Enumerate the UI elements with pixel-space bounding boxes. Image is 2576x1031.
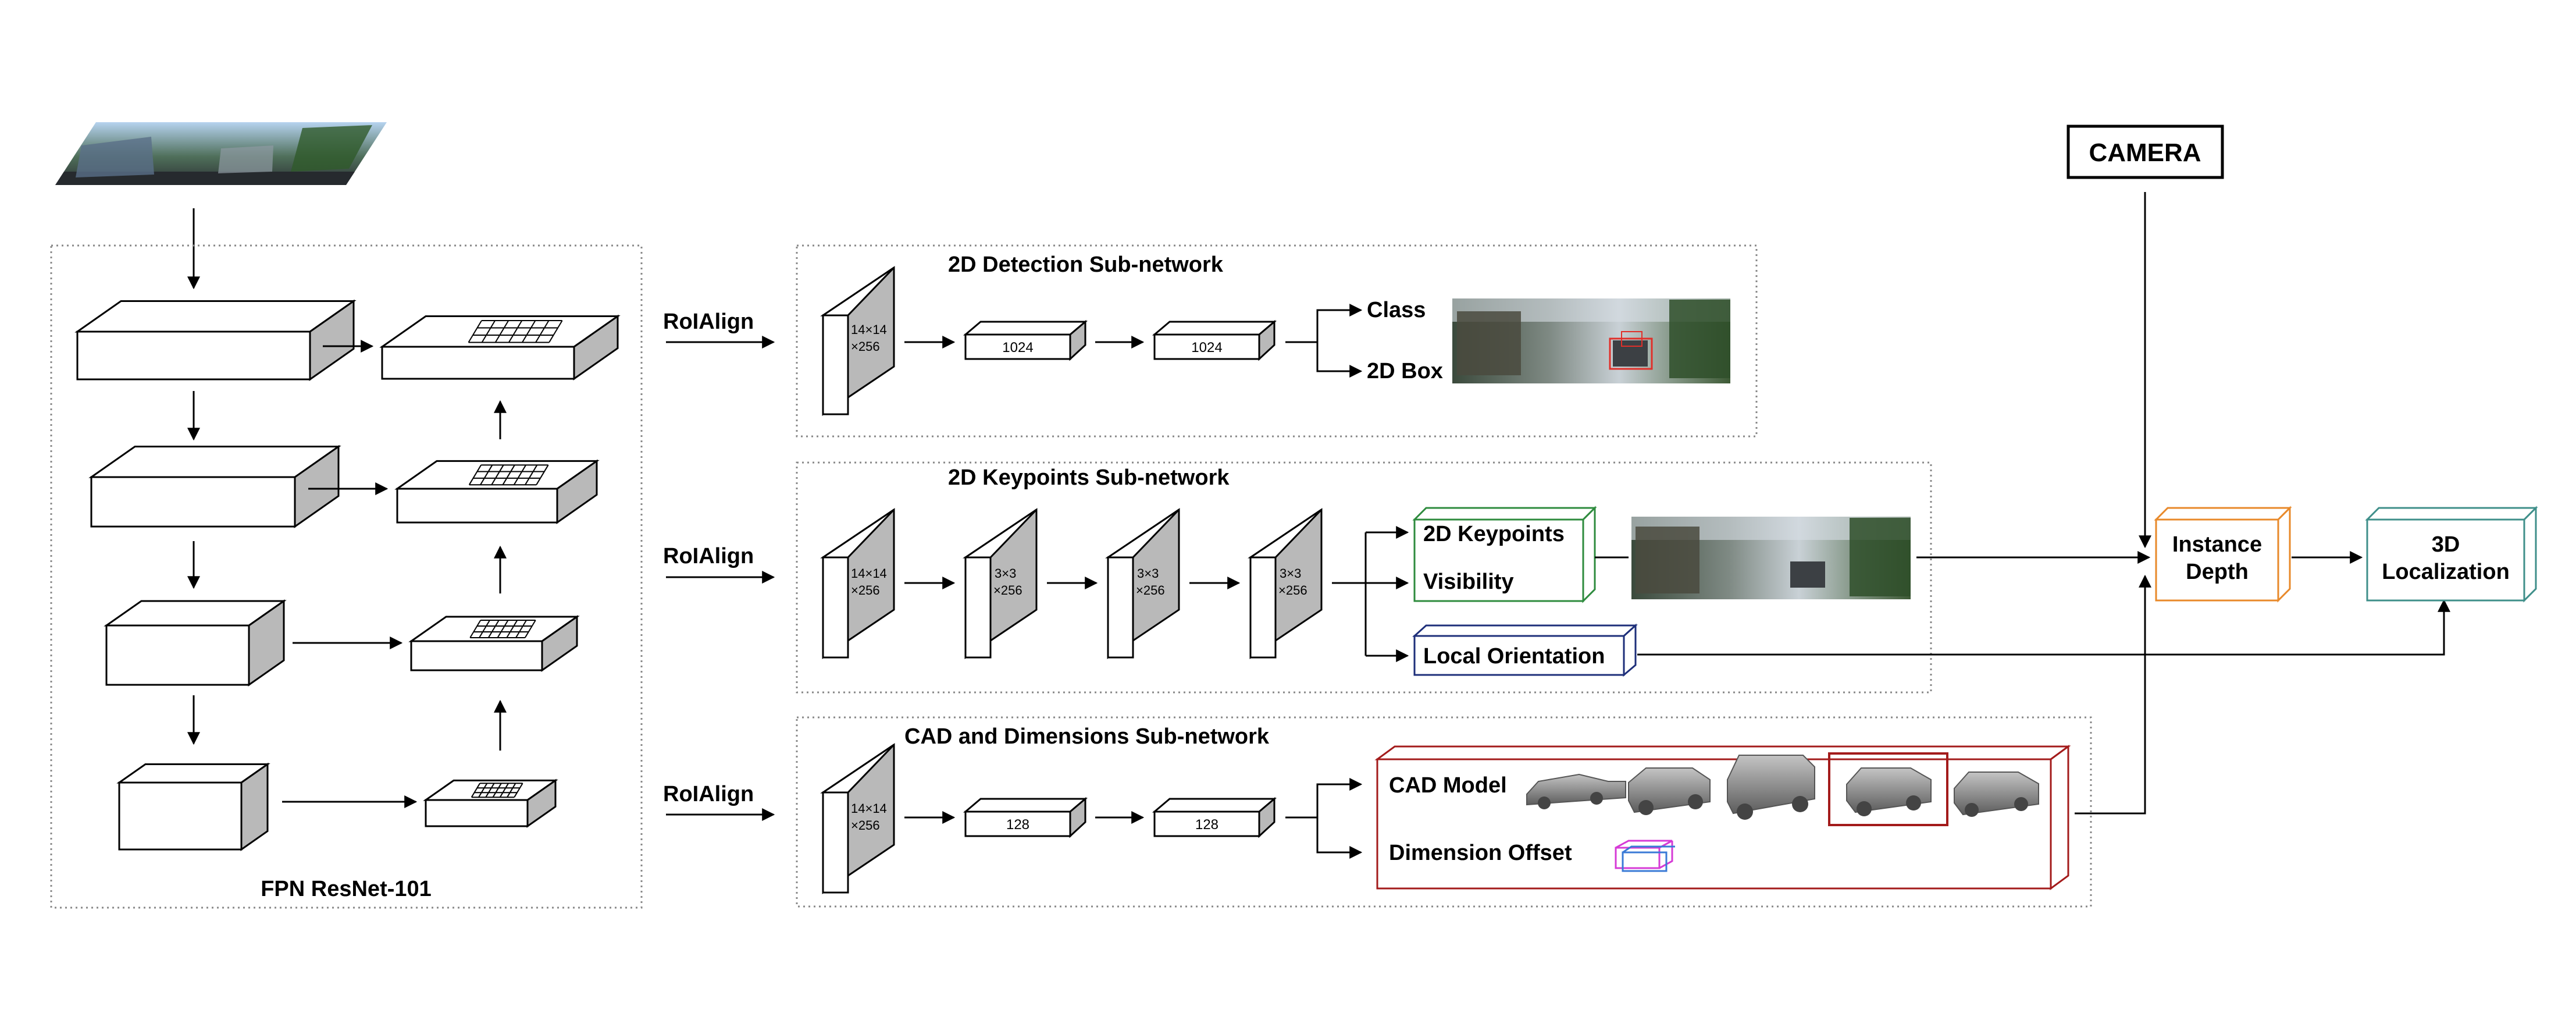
fpn-blocks xyxy=(74,299,621,851)
fpn-bottom-up-2 xyxy=(88,445,341,528)
keypoints-output-box: 2D Keypoints Visibility xyxy=(1412,506,1597,603)
keypoints-roi-tensor: 14×14 ×256 xyxy=(820,508,895,659)
keypoints-roi-label-1: 14×14 xyxy=(851,566,887,581)
roialign-label-1: RoIAlign xyxy=(663,310,754,334)
detection-branch-arrows xyxy=(1285,304,1363,378)
keypoints-out-orientation: Local Orientation xyxy=(1423,644,1605,669)
keypoints-subnetwork xyxy=(796,461,1932,694)
fpn-top-down-2 xyxy=(394,459,600,524)
keypoints-conv-3: 3×3 ×256 xyxy=(1248,508,1323,659)
detection-fc-1-label: 1024 xyxy=(1002,340,1033,355)
cad-roi-tensor: 14×14 ×256 xyxy=(820,743,895,894)
keypoints-out-visibility: Visibility xyxy=(1423,570,1514,594)
cad-car-models xyxy=(1526,755,2039,820)
keypoints-branch-arrows xyxy=(1332,526,1409,662)
keypoints-conv-1-label-2: ×256 xyxy=(993,583,1022,598)
detection-roi-label-2: ×256 xyxy=(851,339,880,354)
input-image xyxy=(55,122,387,185)
keypoints-conv-3-label-1: 3×3 xyxy=(1280,566,1301,581)
cad-to-depth-arrow xyxy=(2075,574,2151,815)
fpn-top-down-3 xyxy=(408,615,580,672)
localization-label-1: 3D xyxy=(2432,532,2460,557)
keypoints-title: 2D Keypoints Sub-network xyxy=(948,465,1230,490)
detection-fc-2: 1024 xyxy=(1152,319,1277,361)
roialign-label-3: RoIAlign xyxy=(663,782,754,806)
keypoints-conv-3-label-2: ×256 xyxy=(1278,583,1307,598)
instance-depth-label-1: Instance xyxy=(2172,532,2262,557)
detection-result-image xyxy=(1452,298,1730,383)
keypoints-conv-2-label-2: ×256 xyxy=(1136,583,1165,598)
detection-out-box: 2D Box xyxy=(1367,359,1443,383)
detection-fc-2-label: 1024 xyxy=(1191,340,1222,355)
cad-fc-1: 128 xyxy=(963,797,1088,838)
cad-branch-arrows xyxy=(1285,778,1363,859)
cad-title: CAD and Dimensions Sub-network xyxy=(904,724,1270,749)
cad-fc-1-label: 128 xyxy=(1006,817,1029,833)
camera-label: CAMERA xyxy=(2089,138,2201,167)
cad-subnetwork xyxy=(796,716,2092,908)
detection-title: 2D Detection Sub-network xyxy=(948,253,1224,277)
fpn-top-down-4 xyxy=(423,778,558,828)
cad-fc-2: 128 xyxy=(1152,797,1277,838)
keypoints-conv-2-label-1: 3×3 xyxy=(1137,566,1159,581)
localization-label-2: Localization xyxy=(2382,560,2510,584)
orientation-to-localization-arrow xyxy=(1637,599,2450,656)
fpn-top-down-1 xyxy=(379,314,621,381)
roialign-group: RoIAlign RoIAlign RoIAlign xyxy=(663,310,775,821)
fpn-bottom-up-1 xyxy=(74,299,357,381)
detection-roi-tensor: 14×14 ×256 xyxy=(820,266,895,416)
fpn-container xyxy=(50,244,643,909)
keypoints-roi-label-2: ×256 xyxy=(851,583,880,598)
dimension-offset-icon xyxy=(1615,840,1675,872)
instance-depth-label-2: Depth xyxy=(2186,560,2249,584)
keypoints-conv-1: 3×3 ×256 xyxy=(963,508,1038,659)
cad-output-box: CAD Model Dimension Offset xyxy=(1374,745,2071,890)
localization-box: 3D Localization xyxy=(2365,506,2538,603)
keypoints-result-image xyxy=(1631,517,1911,599)
cad-selected-model xyxy=(1828,752,1948,826)
fpn-bottom-up-3 xyxy=(104,599,287,687)
instance-depth-box: Instance Depth xyxy=(2154,506,2292,603)
cad-roi-label-1: 14×14 xyxy=(851,801,887,816)
cad-out-dimension: Dimension Offset xyxy=(1389,841,1572,865)
camera-box: CAMERA xyxy=(2066,125,2224,179)
keypoints-conv-2: 3×3 ×256 xyxy=(1105,508,1180,659)
detection-fc-1: 1024 xyxy=(963,319,1088,361)
detection-roi-label-1: 14×14 xyxy=(851,322,887,337)
cad-roi-label-2: ×256 xyxy=(851,818,880,833)
fpn-bottom-up-4 xyxy=(116,762,270,851)
keypoints-out-keypoints: 2D Keypoints xyxy=(1423,522,1565,546)
cad-fc-2-label: 128 xyxy=(1195,817,1218,833)
detection-out-class: Class xyxy=(1367,298,1426,322)
detection-subnetwork xyxy=(796,244,1758,438)
cad-out-model: CAD Model xyxy=(1389,773,1507,798)
orientation-output-box: Local Orientation xyxy=(1412,623,1638,677)
keypoints-conv-1-label-1: 3×3 xyxy=(995,566,1016,581)
roialign-label-2: RoIAlign xyxy=(663,544,754,568)
fpn-label: FPN ResNet-101 xyxy=(261,877,432,901)
